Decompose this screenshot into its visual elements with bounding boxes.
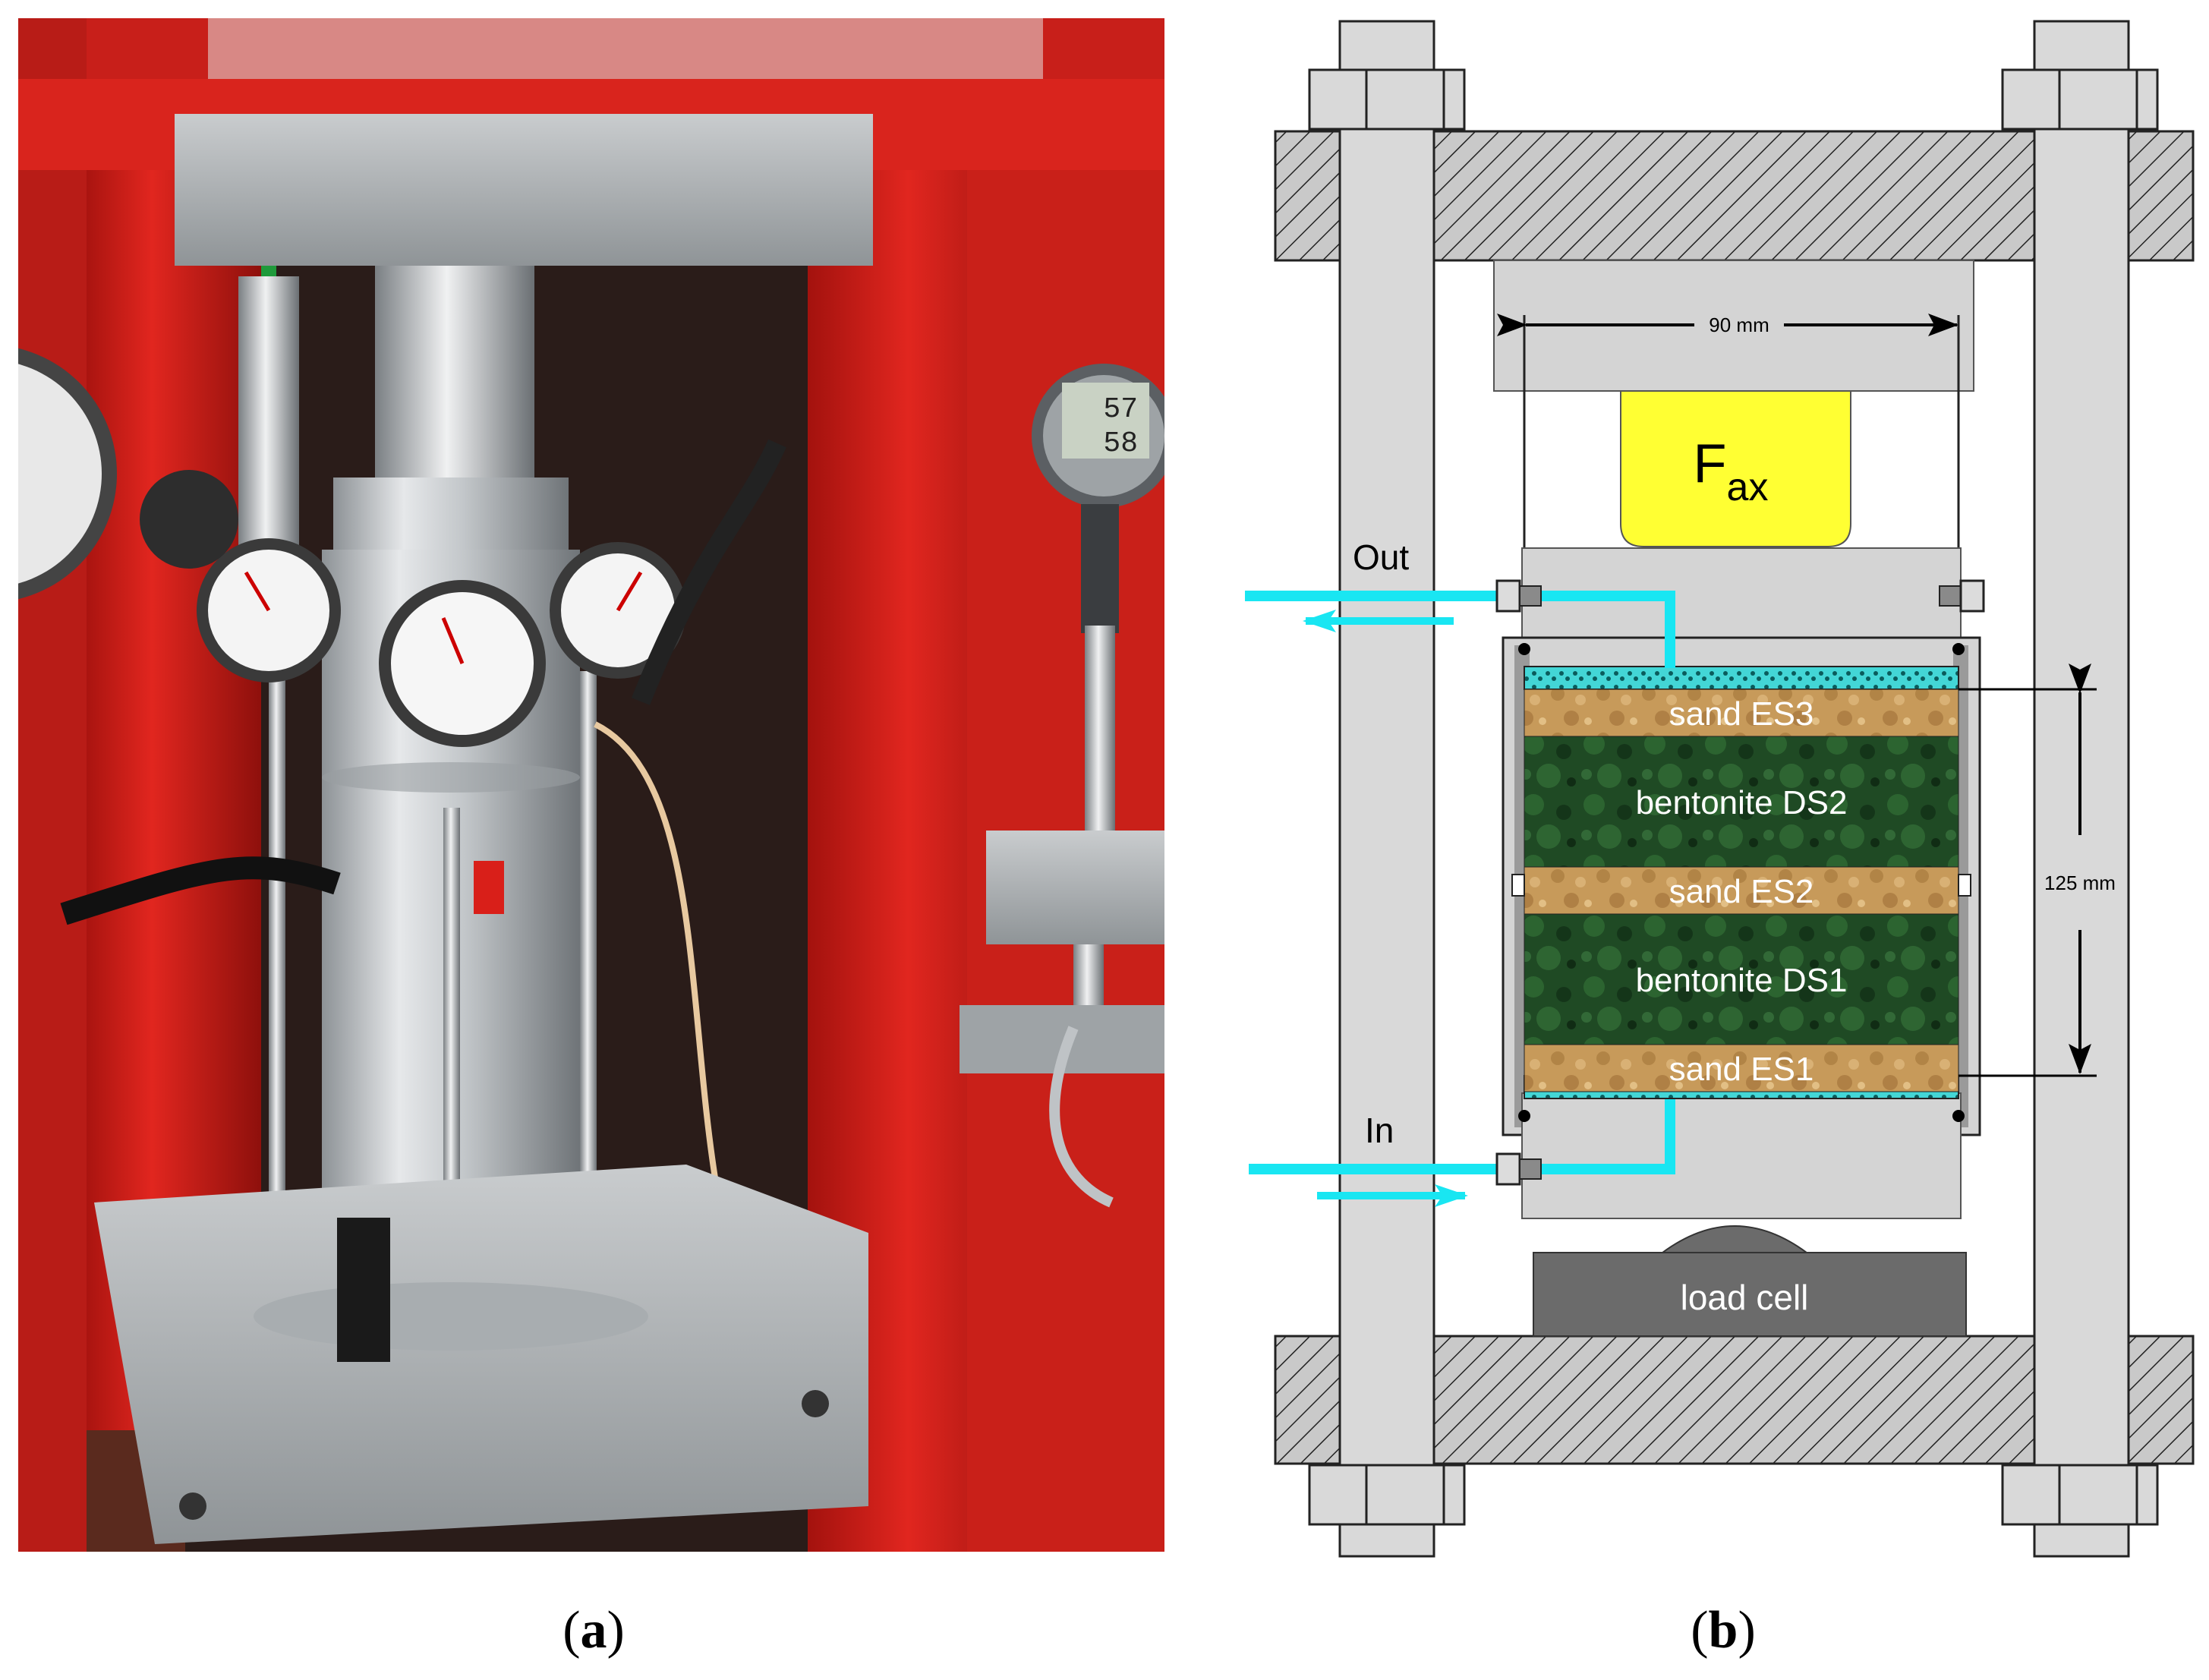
outlet-fitting: [1495, 579, 1542, 613]
nut-bottom-left: [1308, 1464, 1466, 1526]
filter-stone-top: [1524, 666, 1959, 690]
bottom-piston: [1521, 1092, 1962, 1219]
caption-panel-a: (a): [562, 1601, 625, 1660]
width-dimension: 90 mm: [1497, 314, 1958, 336]
top-crossbeam: [1274, 130, 2195, 262]
apparatus-photo: 57 58: [18, 18, 1164, 1552]
layer-sand-4: [1524, 1044, 1959, 1092]
digital-pressure-gauge: 57 58: [1032, 364, 1164, 633]
layer-bentonite-1: [1524, 736, 1959, 868]
inlet-line: In: [1249, 1099, 1675, 1207]
caption-b-letter: b: [1708, 1601, 1738, 1660]
axial-force-block: Fax: [1620, 390, 1851, 547]
specimen-layers: sand ES3 bentonite DS2 sand ES2 bentonite D…: [1524, 689, 1959, 1092]
bottom-crossbeam: [1274, 1335, 2195, 1465]
nut-top-right: [2001, 68, 2159, 131]
force-subscript: ax: [1727, 465, 1769, 509]
layer-bentonite-3: [1524, 913, 1959, 1045]
nut-bottom-right: [2001, 1464, 2159, 1526]
width-dimension-label: 90 mm: [1709, 314, 1769, 336]
outlet-label: Out: [1353, 537, 1409, 577]
nut-top-left: [1308, 68, 1466, 131]
gauge-readout-bottom: 58: [1103, 427, 1138, 460]
height-dimension-label: 125 mm: [2044, 872, 2116, 894]
inlet-fitting: [1495, 1152, 1542, 1186]
load-cell-label: load cell: [1681, 1278, 1809, 1317]
outlet-plug-right: [1939, 579, 1985, 613]
layer-label-4: sand ES1: [1669, 1051, 1814, 1088]
gauge-readout-top: 57: [1103, 393, 1138, 426]
tie-rod-left: [1338, 20, 1435, 1558]
layer-label-0: sand ES3: [1669, 695, 1814, 733]
outlet-line: Out: [1245, 537, 1675, 668]
load-cell: load cell: [1533, 1225, 1967, 1337]
height-dimension: 125 mm: [1958, 663, 2116, 1077]
layer-label-2: sand ES2: [1669, 873, 1814, 910]
dial-gauge-center: [379, 580, 546, 747]
layer-label-1: bentonite DS2: [1636, 784, 1848, 821]
force-symbol: F: [1694, 433, 1727, 494]
inlet-label: In: [1365, 1111, 1394, 1150]
dial-gauge-right: [550, 542, 686, 679]
dial-gauge-left: [197, 538, 341, 682]
caption-panel-b: (b): [1691, 1601, 1756, 1660]
layer-label-3: bentonite DS1: [1636, 962, 1848, 999]
caption-a-letter: a: [580, 1601, 607, 1660]
svg-text:Fax: Fax: [1694, 433, 1769, 509]
